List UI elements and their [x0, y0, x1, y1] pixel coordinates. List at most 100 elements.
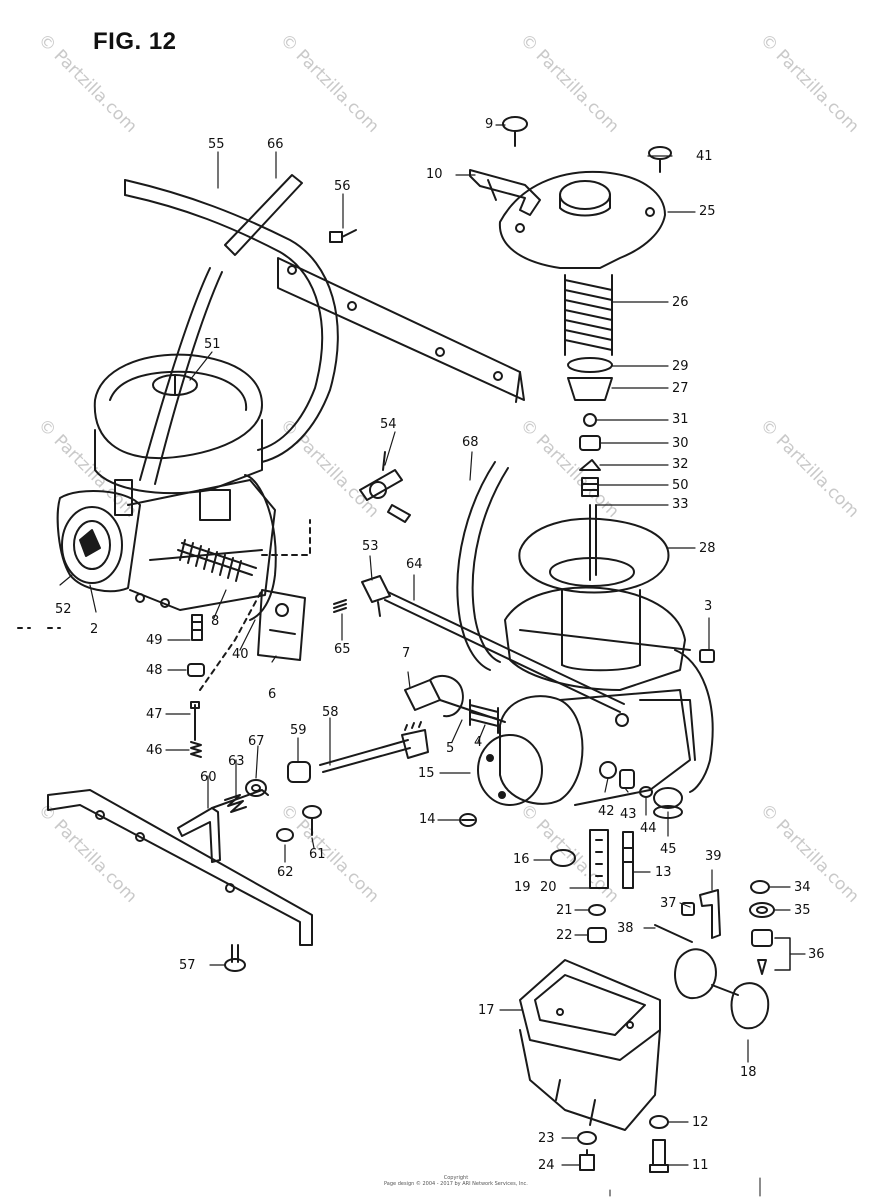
callout-38: 38 [617, 921, 634, 936]
callout-23: 23 [538, 1131, 555, 1146]
washer-32 [579, 459, 601, 471]
callout-58: 58 [322, 705, 339, 720]
callout-60: 60 [200, 770, 217, 785]
callout-61: 61 [309, 847, 326, 862]
spacer-30 [579, 435, 601, 451]
washer-44 [639, 786, 653, 798]
callout-64: 64 [406, 557, 423, 572]
callout-16: 16 [513, 852, 530, 867]
screw-9 [502, 116, 528, 147]
callout-31: 31 [672, 412, 689, 427]
callout-34: 34 [794, 880, 811, 895]
figure-title: FIG. 12 [93, 28, 177, 55]
top-cap-25 [498, 170, 666, 269]
spring-4 [469, 699, 499, 734]
spring-43 [619, 769, 635, 789]
washer-34 [750, 880, 770, 894]
callout-15: 15 [418, 766, 435, 781]
callout-55: 55 [208, 137, 225, 152]
callout-39: 39 [705, 849, 722, 864]
callout-42: 42 [598, 804, 615, 819]
callout-5: 5 [446, 741, 455, 756]
mounting-plate [277, 257, 525, 403]
callout-44: 44 [640, 821, 657, 836]
spring-63 [224, 794, 247, 813]
callout-14: 14 [419, 812, 436, 827]
fitting-54 [359, 451, 411, 523]
callout-63: 63 [228, 754, 245, 769]
hose-68 [456, 461, 509, 671]
copyright-label: Copyright [443, 1175, 469, 1181]
throttle-stop-7 [404, 674, 506, 723]
jet-22 [587, 927, 607, 943]
diaphragm-28 [518, 517, 670, 594]
screw-14 [459, 813, 477, 827]
valve-seat-36 [751, 929, 791, 975]
right-carburetor [477, 586, 714, 806]
washer-67 [245, 779, 267, 797]
callout-47: 47 [146, 707, 163, 722]
callout-33: 33 [672, 497, 689, 512]
callout-30: 30 [672, 436, 689, 451]
callout-24: 24 [538, 1158, 555, 1173]
copyright-footer: Copyright Page design © 2004 - 2017 by A… [384, 1175, 528, 1187]
screw-49 [191, 614, 203, 641]
callout-3: 3 [704, 599, 713, 614]
spring-50 [581, 477, 599, 497]
callout-68: 68 [462, 435, 479, 450]
callout-32: 32 [672, 457, 689, 472]
callout-50: 50 [672, 478, 689, 493]
callout-53: 53 [362, 539, 379, 554]
bracket-60 [177, 789, 269, 863]
callout-45: 45 [660, 842, 677, 857]
callout-21: 21 [556, 903, 573, 918]
callout-65: 65 [334, 642, 351, 657]
callout-11: 11 [692, 1158, 709, 1173]
bolt-11 [649, 1139, 669, 1173]
callout-41: 41 [696, 149, 713, 164]
float-18 [674, 948, 770, 1030]
vent-tube-51 [139, 267, 223, 485]
bolt-24 [579, 1149, 595, 1171]
spring-8 [177, 539, 257, 582]
washer-21 [588, 904, 606, 916]
callout-51: 51 [204, 337, 221, 352]
retainer-27 [567, 377, 613, 401]
callout-13: 13 [655, 865, 672, 880]
float-chamber-17 [519, 959, 661, 1131]
screw-56 [329, 229, 357, 243]
callout-36: 36 [808, 947, 825, 962]
callout-20: 20 [540, 880, 557, 895]
callout-26: 26 [672, 295, 689, 310]
callout-52: 52 [55, 602, 72, 617]
callout-59: 59 [290, 723, 307, 738]
hose-66 [224, 174, 303, 256]
left-carburetor [56, 353, 277, 621]
callout-4: 4 [474, 735, 483, 750]
pin-38 [654, 924, 693, 943]
callout-56: 56 [334, 179, 351, 194]
callout-22: 22 [556, 928, 573, 943]
leader-lines [59, 124, 806, 1166]
o-ring-16 [550, 849, 576, 867]
callout-62: 62 [277, 865, 294, 880]
bracket-6 [257, 589, 306, 661]
seat-29 [567, 357, 613, 373]
copyright-text: Page design © 2004 - 2017 by ARI Network… [384, 1181, 528, 1187]
callout-9: 9 [485, 117, 494, 132]
callout-67: 67 [248, 734, 265, 749]
plug-3 [699, 649, 715, 663]
washer-23 [577, 1131, 597, 1145]
callout-35: 35 [794, 903, 811, 918]
pin-47 [190, 701, 200, 741]
bracket-39 [699, 889, 721, 939]
washer-35 [749, 902, 775, 918]
nut-48 [187, 663, 205, 677]
emulsion-tube-20 [589, 829, 609, 889]
screw-57 [224, 944, 246, 972]
throttle-shaft-64 [361, 575, 625, 713]
callout-12: 12 [692, 1115, 709, 1130]
callout-6: 6 [268, 687, 277, 702]
